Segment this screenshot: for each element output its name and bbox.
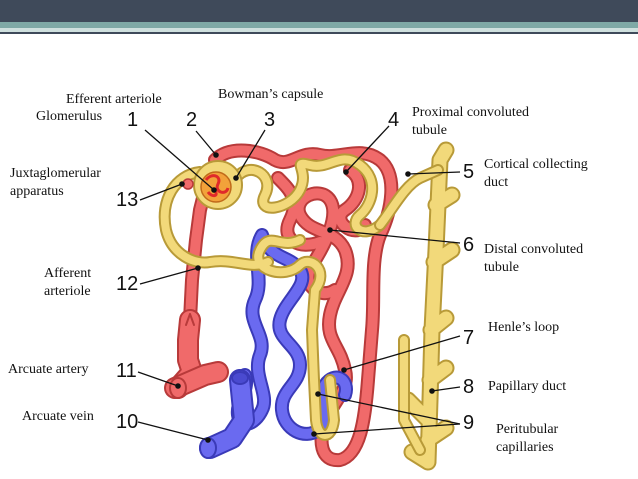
marker-3: 3 [264, 109, 276, 131]
marker-12: 12 [116, 273, 139, 295]
label-henles-loop: Henle’s loop [488, 320, 560, 335]
marker-11: 11 [116, 360, 137, 382]
label-arcuate-artery: Arcuate artery [8, 362, 89, 377]
label-cortical-duct-line2: duct [484, 175, 509, 190]
leader-dots [175, 152, 435, 443]
label-cortical-duct-line1: Cortical collecting [484, 157, 588, 172]
marker-1: 1 [127, 109, 139, 131]
label-arcuate-vein: Arcuate vein [22, 409, 94, 424]
label-efferent-arteriole: Efferent arteriole [66, 92, 162, 107]
slide-header-stripe-dark [0, 32, 638, 34]
marker-10: 10 [116, 411, 139, 433]
marker-9: 9 [463, 412, 475, 434]
label-bowmans-capsule: Bowman’s capsule [218, 87, 324, 102]
label-distal-tubule-line1: Distal convoluted [484, 242, 584, 257]
label-papillary-duct: Papillary duct [488, 379, 567, 394]
marker-2: 2 [186, 109, 198, 131]
leader-lines [137, 125, 461, 441]
slide-header-stripe [0, 22, 638, 28]
label-afferent-line1: Afferent [44, 266, 92, 281]
collecting-duct [398, 141, 461, 471]
marker-5: 5 [463, 161, 475, 183]
marker-6: 6 [463, 234, 475, 256]
tubule-network [158, 153, 444, 441]
slide-header-bar [0, 0, 638, 22]
label-glomerulus: Glomerulus [36, 109, 103, 124]
label-peritubular-line2: capillaries [496, 440, 554, 455]
label-proximal-tubule-line1: Proximal convoluted [412, 105, 530, 120]
marker-8: 8 [463, 376, 475, 398]
label-peritubular-line1: Peritubular [496, 422, 559, 437]
marker-7: 7 [463, 327, 475, 349]
label-juxtaglomerular-line1: Juxtaglomerular [10, 166, 101, 181]
marker-4: 4 [388, 109, 400, 131]
label-afferent-line2: arteriole [44, 284, 91, 299]
renal-corpuscle [182, 160, 243, 210]
label-distal-tubule-line2: tubule [484, 260, 519, 275]
label-juxtaglomerular-line2: apparatus [10, 184, 64, 199]
slide-header-stripe-light [0, 28, 638, 32]
marker-13: 13 [116, 189, 139, 211]
label-proximal-tubule-line2: tubule [412, 123, 447, 138]
